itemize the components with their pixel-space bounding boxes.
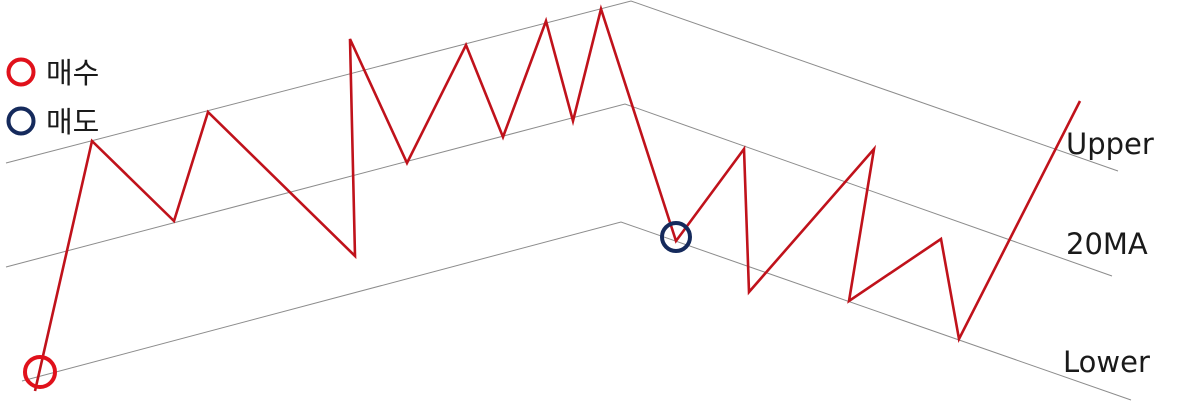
upper-band-label: Upper <box>1066 127 1154 161</box>
sell-signal-marker <box>660 221 692 253</box>
buy-legend-label: 매수 <box>46 56 99 90</box>
buy-legend-icon <box>6 57 36 87</box>
sell-legend-label: 매도 <box>46 105 99 139</box>
buy-signal-marker <box>23 355 57 389</box>
sell-legend-icon <box>6 106 36 136</box>
middle-band-label: 20MA <box>1066 227 1148 261</box>
lower-band-line <box>21 221 1132 401</box>
middle-band-line <box>5 103 1113 277</box>
price-line <box>33 4 1082 392</box>
lower-band-label: Lower <box>1063 345 1150 379</box>
legend: 매수 매도 <box>6 56 99 139</box>
upper-band-line <box>5 0 1119 172</box>
